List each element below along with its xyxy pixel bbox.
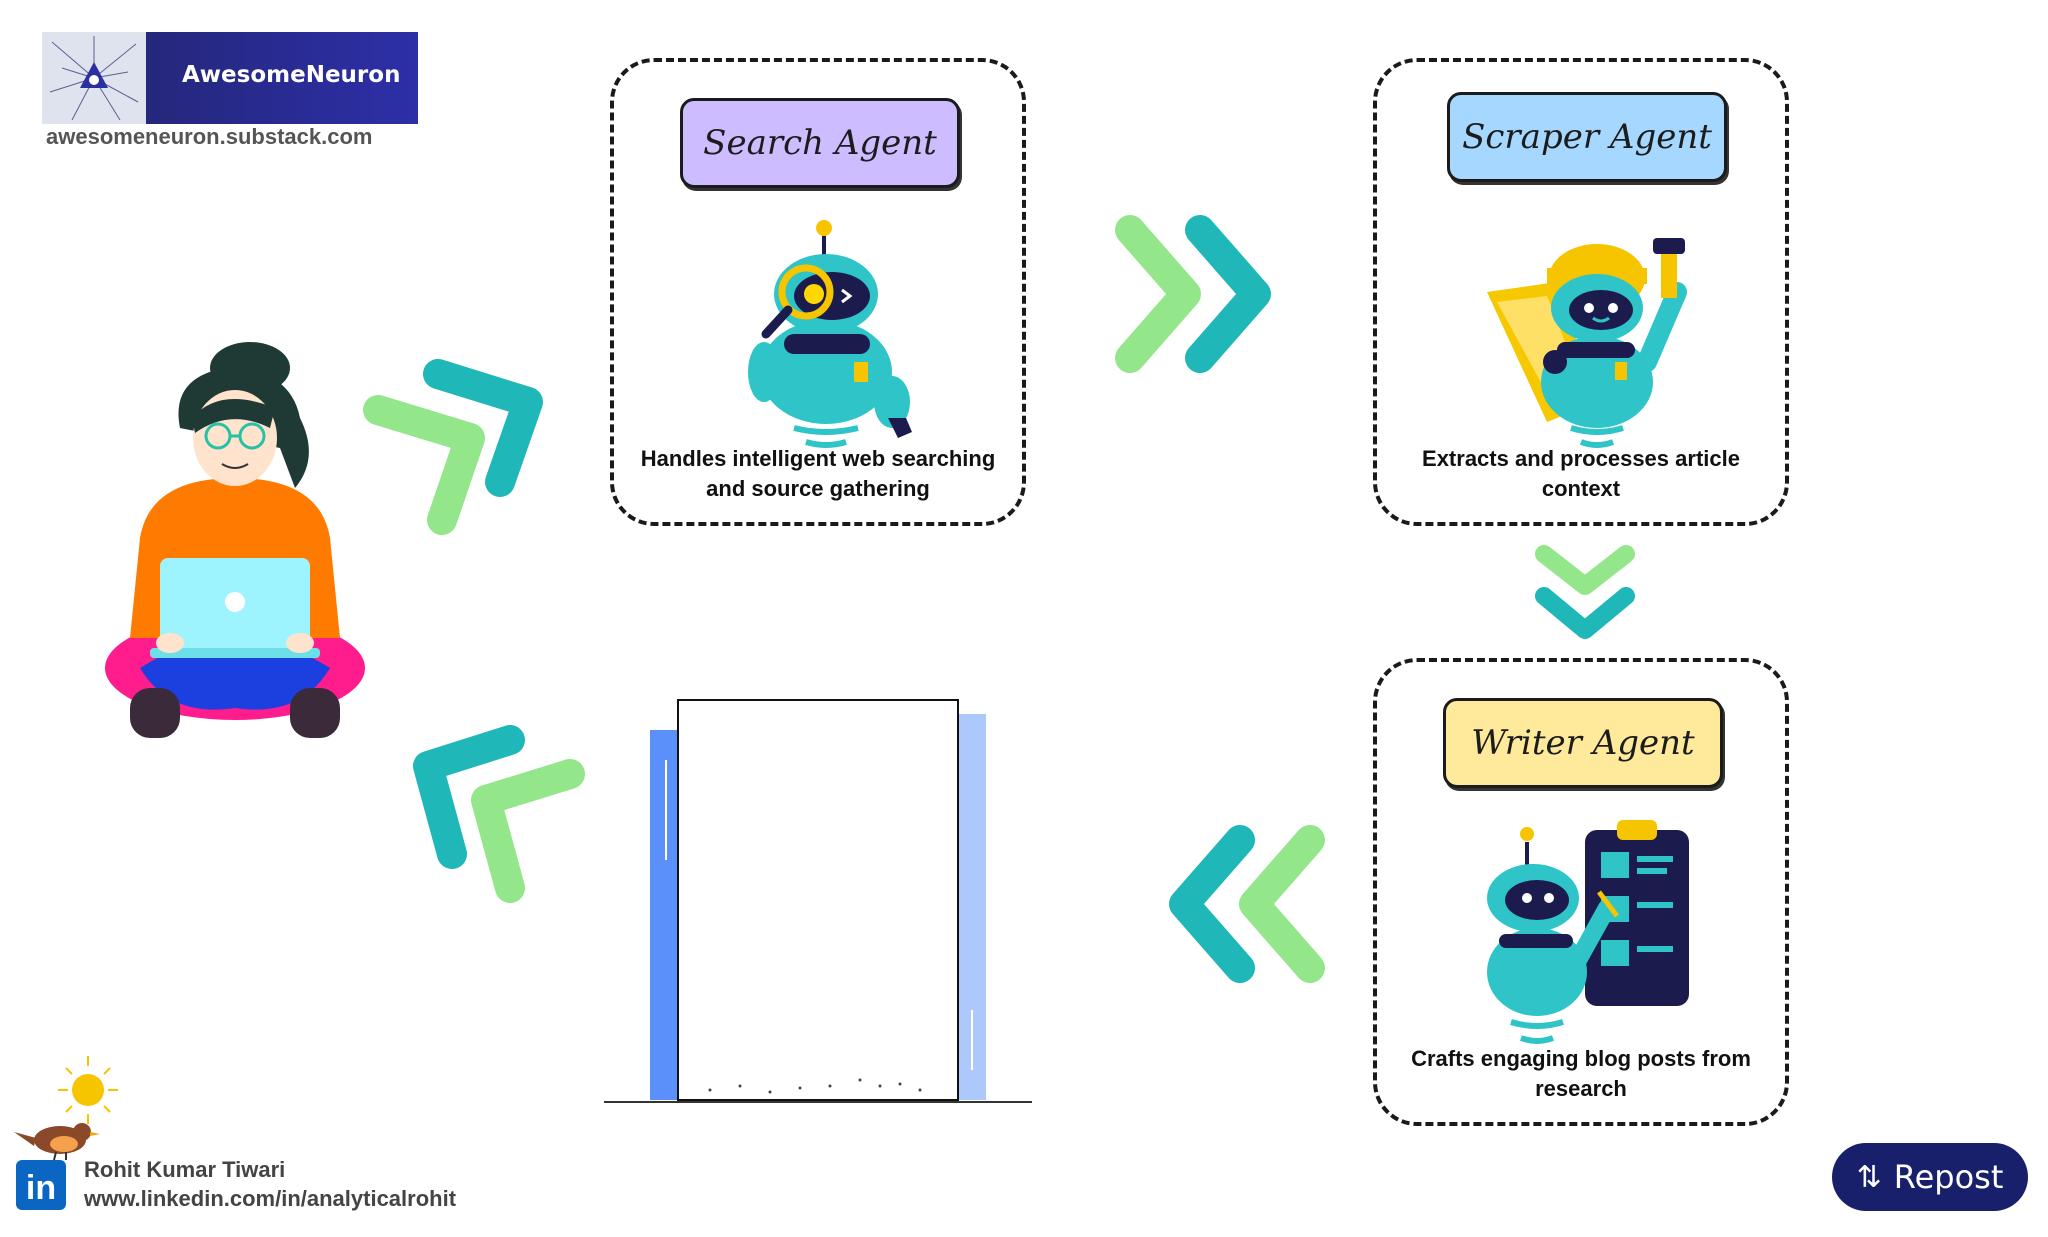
neural-network-icon	[42, 32, 146, 124]
repost-label: Repost	[1893, 1158, 2004, 1196]
blog-document-icon	[604, 699, 1032, 1103]
chevron-double-down-icon	[1535, 545, 1635, 639]
brand-logo: AwesomeNeuron	[42, 32, 418, 124]
scraper-agent-title: Scraper Agent	[1447, 92, 1727, 182]
writer-robot-icon	[1487, 820, 1689, 1044]
linkedin-icon[interactable]: in	[16, 1160, 66, 1210]
chevron-double-right-icon	[1115, 215, 1271, 373]
author-name: Rohit Kumar Tiwari	[84, 1157, 286, 1182]
chevron-up-left-icon	[413, 725, 585, 903]
search-agent-description: Handles intelligent web searching and so…	[640, 446, 996, 501]
brand-name: AwesomeNeuron	[182, 62, 401, 88]
search-agent-title: Search Agent	[680, 98, 960, 188]
search-robot-icon	[748, 220, 912, 448]
scraper-agent-description: Extracts and processes article context	[1422, 446, 1740, 501]
bird-and-sun-icon	[14, 1056, 118, 1161]
writer-agent-title: Writer Agent	[1443, 698, 1723, 788]
scraper-robot-icon	[1487, 238, 1687, 448]
writer-agent-description: Crafts engaging blog posts from research	[1411, 1046, 1751, 1101]
chevron-up-right-icon	[363, 359, 543, 535]
site-url[interactable]: awesomeneuron.substack.com	[46, 124, 373, 149]
repost-button[interactable]: ⇅ Repost	[1832, 1143, 2028, 1211]
chevron-double-left-icon	[1169, 825, 1325, 983]
writer-agent-card: Writer Agent Crafts engaging blog posts …	[1373, 658, 1789, 1126]
search-agent-card: Search Agent Handles intelligent web sea…	[610, 58, 1026, 526]
scraper-agent-card: Scraper Agent Extracts and processes art…	[1373, 58, 1789, 526]
author-profile-link[interactable]: www.linkedin.com/in/analyticalrohit	[84, 1186, 457, 1211]
person-with-laptop-icon	[105, 342, 365, 738]
repost-icon: ⇅	[1856, 1159, 1882, 1195]
